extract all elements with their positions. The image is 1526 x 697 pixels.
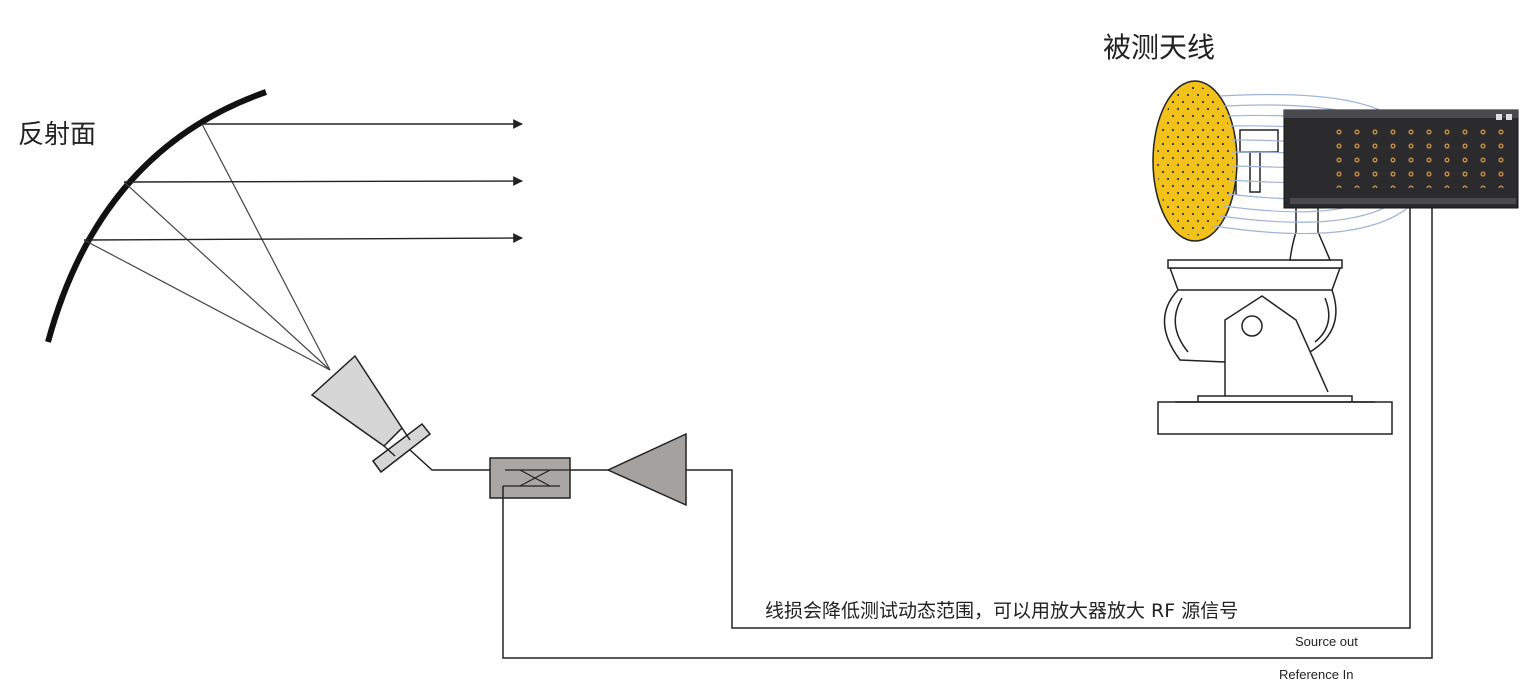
reflector-label: 反射面 xyxy=(18,120,97,150)
line-loss-note: 线损会降低测试动态范围，可以用放大器放大 RF 源信号 xyxy=(765,600,1239,622)
source-out-label: Source out xyxy=(1295,634,1358,649)
antenna-positioner xyxy=(1157,129,1393,435)
feed-rays xyxy=(83,123,331,371)
reflector-surface xyxy=(45,89,267,343)
reference-in-cable xyxy=(502,206,1433,659)
feed-horn xyxy=(310,354,432,474)
plane-wave-arrows xyxy=(83,119,523,243)
feed-cable xyxy=(409,449,490,471)
network-analyzer xyxy=(1283,109,1519,209)
reference-in-label: Reference In xyxy=(1279,667,1354,682)
antenna-dish xyxy=(1152,80,1238,242)
directional-coupler xyxy=(489,457,571,499)
amplifier xyxy=(606,432,687,507)
source-out-cable xyxy=(686,206,1411,629)
antenna-under-test-label: 被测天线 xyxy=(1103,31,1216,64)
